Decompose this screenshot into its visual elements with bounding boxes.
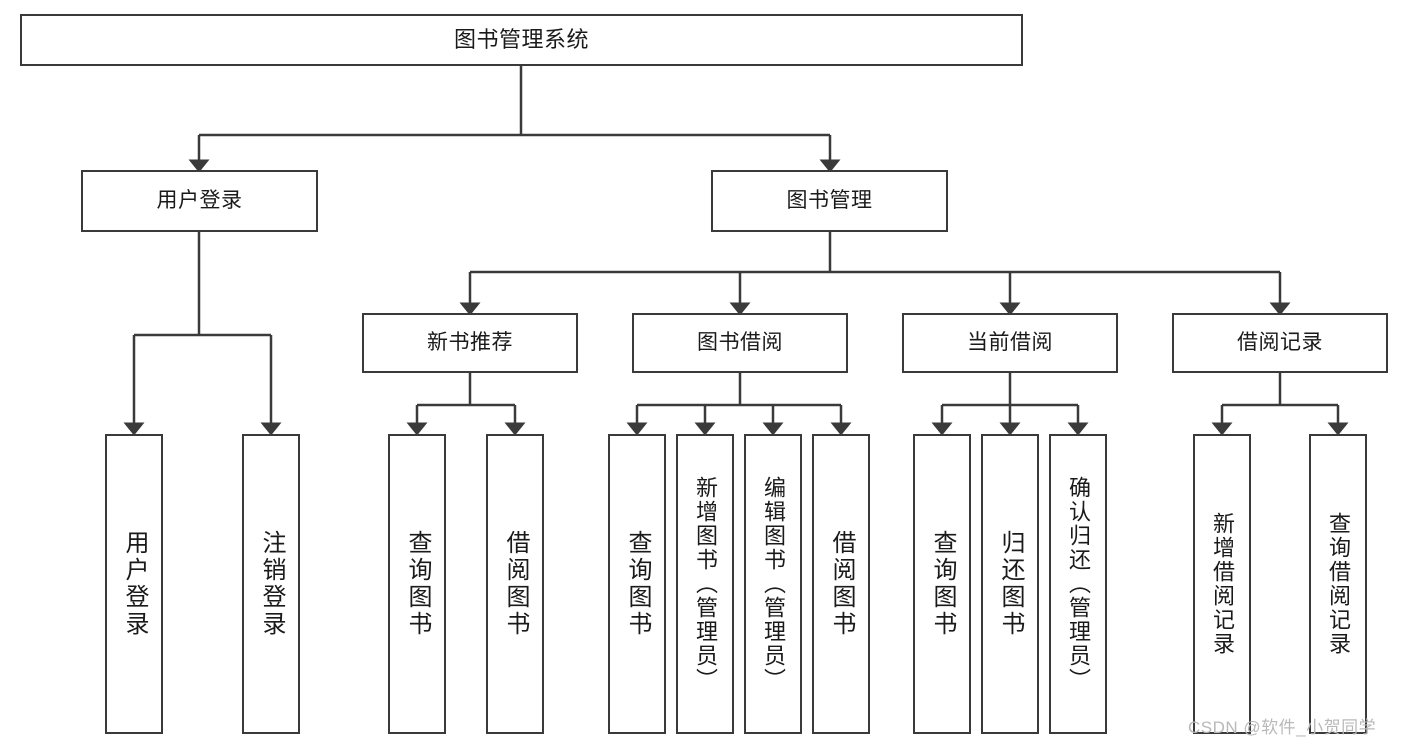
node-leaf-borrow-book-new[interactable]: 借阅图书 <box>486 434 544 734</box>
node-root-system[interactable]: 图书管理系统 <box>20 14 1023 66</box>
node-label: 新增图书（管理员） <box>693 476 718 692</box>
node-label: 借阅记录 <box>1237 330 1323 354</box>
node-leaf-query-book-borrow[interactable]: 查询图书 <box>608 434 666 734</box>
node-label: 借阅图书 <box>502 530 529 638</box>
node-label: 图书管理 <box>786 188 873 212</box>
node-user-login[interactable]: 用户登录 <box>81 170 318 232</box>
node-label: 用户登录 <box>121 530 148 638</box>
csdn-watermark: CSDN @软件_小贺同学 <box>1188 718 1377 737</box>
node-label: 查询借阅记录 <box>1326 512 1351 656</box>
node-book-borrow[interactable]: 图书借阅 <box>632 313 848 373</box>
node-leaf-query-book-new[interactable]: 查询图书 <box>388 434 446 734</box>
node-leaf-borrow-book[interactable]: 借阅图书 <box>812 434 870 734</box>
node-current-borrow[interactable]: 当前借阅 <box>902 313 1118 373</box>
node-label: 图书借阅 <box>697 330 783 354</box>
node-label: 查询图书 <box>624 530 651 638</box>
node-leaf-user-login[interactable]: 用户登录 <box>105 434 163 734</box>
node-label: 借阅图书 <box>828 530 855 638</box>
node-leaf-query-book-current[interactable]: 查询图书 <box>913 434 971 734</box>
node-label: 确认归还（管理员） <box>1066 476 1091 692</box>
node-label: 新增借阅记录 <box>1210 512 1235 656</box>
node-label: 查询图书 <box>404 530 431 638</box>
node-label: 归还图书 <box>997 530 1024 638</box>
node-leaf-edit-book-admin[interactable]: 编辑图书（管理员） <box>744 434 802 734</box>
node-leaf-add-book-admin[interactable]: 新增图书（管理员） <box>676 434 734 734</box>
node-leaf-query-borrow-record[interactable]: 查询借阅记录 <box>1309 434 1367 734</box>
node-book-management[interactable]: 图书管理 <box>711 170 948 232</box>
node-label: 用户登录 <box>156 188 243 212</box>
node-label: 图书管理系统 <box>453 27 589 53</box>
node-leaf-add-borrow-record[interactable]: 新增借阅记录 <box>1193 434 1251 734</box>
node-label: 注销登录 <box>258 530 285 638</box>
node-new-book-recommend[interactable]: 新书推荐 <box>362 313 578 373</box>
node-borrow-record[interactable]: 借阅记录 <box>1172 313 1388 373</box>
node-leaf-return-book[interactable]: 归还图书 <box>981 434 1039 734</box>
node-label: 查询图书 <box>929 530 956 638</box>
node-leaf-logout[interactable]: 注销登录 <box>242 434 300 734</box>
node-label: 新书推荐 <box>427 330 513 354</box>
node-label: 编辑图书（管理员） <box>761 476 786 692</box>
node-label: 当前借阅 <box>967 330 1053 354</box>
node-leaf-confirm-return-admin[interactable]: 确认归还（管理员） <box>1049 434 1107 734</box>
